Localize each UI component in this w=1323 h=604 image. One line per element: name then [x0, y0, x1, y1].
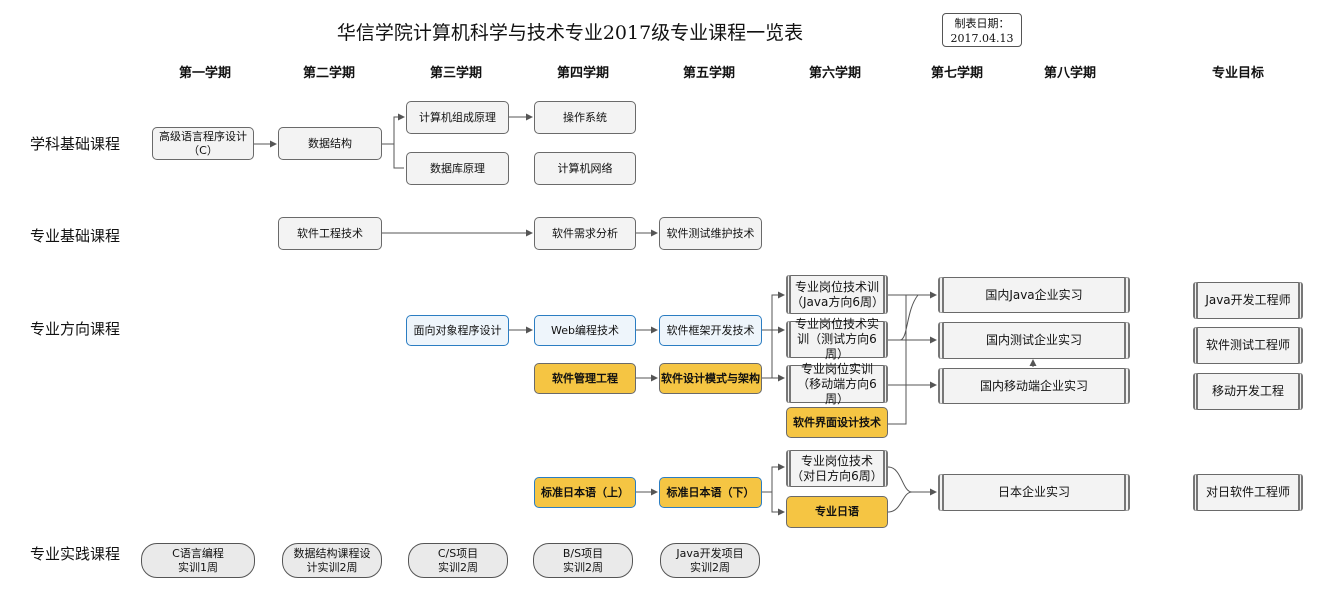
- row-label-basic: 学科基础课程: [29, 135, 120, 153]
- goal-mobile: 移动开发工程: [1193, 373, 1303, 410]
- course-network: 计算机网络: [534, 152, 636, 185]
- course-java-training: 专业岗位技术训（Java方向6周）: [786, 275, 888, 314]
- course-pro-japanese: 专业日语: [786, 496, 888, 528]
- semester-3: 第三学期: [429, 66, 482, 81]
- semester-2: 第二学期: [302, 66, 355, 81]
- semester-1: 第一学期: [178, 66, 231, 81]
- practice-5-line2: 实训2周: [690, 560, 730, 574]
- course-computer-organization: 计算机组成原理: [406, 101, 509, 134]
- course-japanese-2: 标准日本语（下）: [659, 477, 762, 508]
- goal-japan: 对日软件工程师: [1193, 474, 1303, 511]
- semester-8: 第八学期: [1043, 66, 1096, 81]
- internship-test: 国内测试企业实习: [938, 322, 1130, 359]
- course-japan-training: 专业岗位技术（对日方向6周）: [786, 450, 888, 487]
- branch-j2: [762, 463, 785, 493]
- course-os: 操作系统: [534, 101, 636, 134]
- practice-4-line2: 实训2周: [563, 560, 603, 574]
- practice-2-line1: 数据结构课程设: [293, 546, 371, 560]
- practice-1-line2: 实训1周: [178, 560, 218, 574]
- internship-java: 国内Java企业实习: [938, 277, 1130, 313]
- course-japanese-1: 标准日本语（上）: [534, 477, 636, 508]
- course-management: 软件管理工程: [534, 363, 636, 394]
- practice-3-line2: 实训2周: [438, 560, 478, 574]
- row-label-direction: 专业方向课程: [29, 320, 120, 338]
- semester-4: 第四学期: [556, 66, 609, 81]
- date-label: 制表日期：: [954, 17, 1010, 30]
- internship-japan: 日本企业实习: [938, 474, 1130, 511]
- course-requirements: 软件需求分析: [534, 217, 636, 250]
- course-testing-maintenance: 软件测试维护技术: [659, 217, 762, 250]
- practice-3: C/S项目 实训2周: [408, 543, 508, 578]
- semester-5: 第五学期: [682, 66, 735, 81]
- arrow-ds-to-db: [393, 144, 404, 169]
- goal-test: 软件测试工程师: [1193, 327, 1303, 364]
- goal-header: 专业目标: [1211, 66, 1264, 81]
- merge-japan: [887, 466, 913, 513]
- branch-fw: [762, 291, 785, 331]
- course-mobile-training: 专业岗位实训（移动端方向6周）: [786, 362, 888, 406]
- course-oop: 面向对象程序设计: [406, 315, 509, 346]
- internship-mobile: 国内移动端企业实习: [938, 368, 1130, 404]
- practice-5: Java开发项目 实训2周: [660, 543, 760, 578]
- semester-7: 第七学期: [930, 66, 983, 81]
- practice-4-line1: B/S项目: [562, 546, 604, 560]
- practice-5-line1: Java开发项目: [676, 546, 744, 560]
- goal-java: Java开发工程师: [1193, 282, 1303, 319]
- course-software-engineering: 软件工程技术: [278, 217, 382, 250]
- practice-4: B/S项目 实训2周: [533, 543, 633, 578]
- date-value: 2017.04.13: [950, 32, 1014, 45]
- course-ui-design: 软件界面设计技术: [786, 407, 888, 438]
- course-data-structure: 数据结构: [278, 127, 382, 160]
- date-box: 制表日期： 2017.04.13: [942, 13, 1022, 47]
- row-label-professional-basic: 专业基础课程: [29, 227, 120, 245]
- practice-2-line2: 计实训2周: [306, 560, 358, 574]
- course-web: Web编程技术: [534, 315, 636, 346]
- practice-2: 数据结构课程设 计实训2周: [282, 543, 382, 578]
- practice-1-line1: C语言编程: [172, 546, 224, 560]
- semester-6: 第六学期: [808, 66, 861, 81]
- page-title: 华信学院计算机科学与技术专业2017级专业课程一览表: [336, 22, 804, 44]
- course-test-training: 专业岗位技术实训（测试方向6周）: [786, 317, 888, 361]
- row-label-practice: 专业实践课程: [29, 545, 120, 563]
- arrow-ds-to-co: [382, 113, 405, 145]
- practice-1: C语言编程 实训1周: [141, 543, 255, 578]
- course-design-patterns: 软件设计模式与架构: [659, 363, 762, 394]
- practice-3-line1: C/S项目: [437, 546, 479, 560]
- course-database: 数据库原理: [406, 152, 509, 185]
- course-framework: 软件框架开发技术: [659, 315, 762, 346]
- course-c-language: 高级语言程序设计（C）: [152, 127, 254, 160]
